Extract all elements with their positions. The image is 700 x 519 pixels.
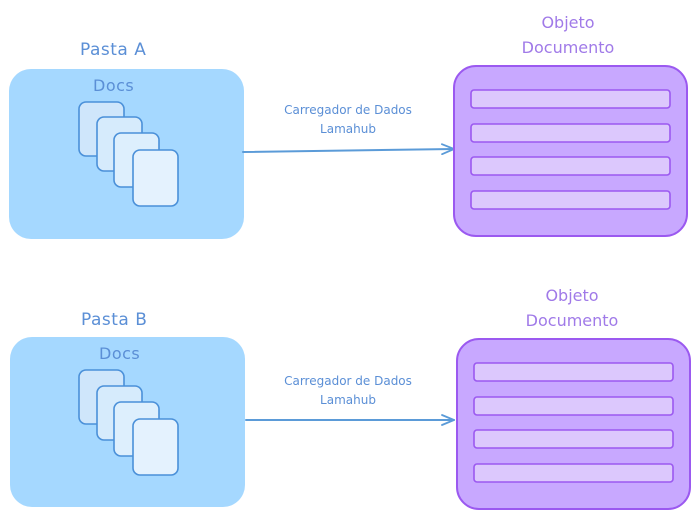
doc-stack-b	[78, 369, 179, 476]
object-label-b: Objeto Documento	[502, 283, 642, 333]
loader-label-b: Carregador de Dados Lamahub	[248, 372, 448, 410]
loader-label-line2: Lamahub	[320, 122, 376, 136]
docs-label-a: Docs	[93, 76, 135, 95]
document-field	[470, 190, 671, 210]
document-field	[470, 89, 671, 109]
loader-label-line1: Carregador de Dados	[284, 374, 412, 388]
document-field	[473, 362, 674, 382]
doc-stack-a	[78, 101, 179, 207]
folder-label-b: Pasta B	[81, 310, 148, 330]
docs-label-b: Docs	[99, 344, 141, 363]
object-label-line2: Documento	[521, 38, 615, 57]
document-fields-b	[473, 362, 674, 483]
loader-label-a: Carregador de Dados Lamahub	[248, 101, 448, 139]
object-label-line2: Documento	[525, 311, 619, 330]
document-fields-a	[470, 89, 671, 210]
arrow-a	[242, 143, 455, 156]
document-field	[473, 396, 674, 416]
document-field	[470, 156, 671, 176]
object-label-a: Objeto Documento	[498, 10, 638, 60]
loader-label-line2: Lamahub	[320, 393, 376, 407]
object-label-line1: Objeto	[541, 13, 595, 32]
loader-label-line1: Carregador de Dados	[284, 103, 412, 117]
object-label-line1: Objeto	[545, 286, 599, 305]
folder-label-a: Pasta A	[80, 40, 147, 60]
document-field	[473, 463, 674, 483]
document-field	[473, 429, 674, 449]
doc-icon	[132, 418, 179, 476]
document-field	[470, 123, 671, 143]
doc-icon	[132, 149, 179, 207]
